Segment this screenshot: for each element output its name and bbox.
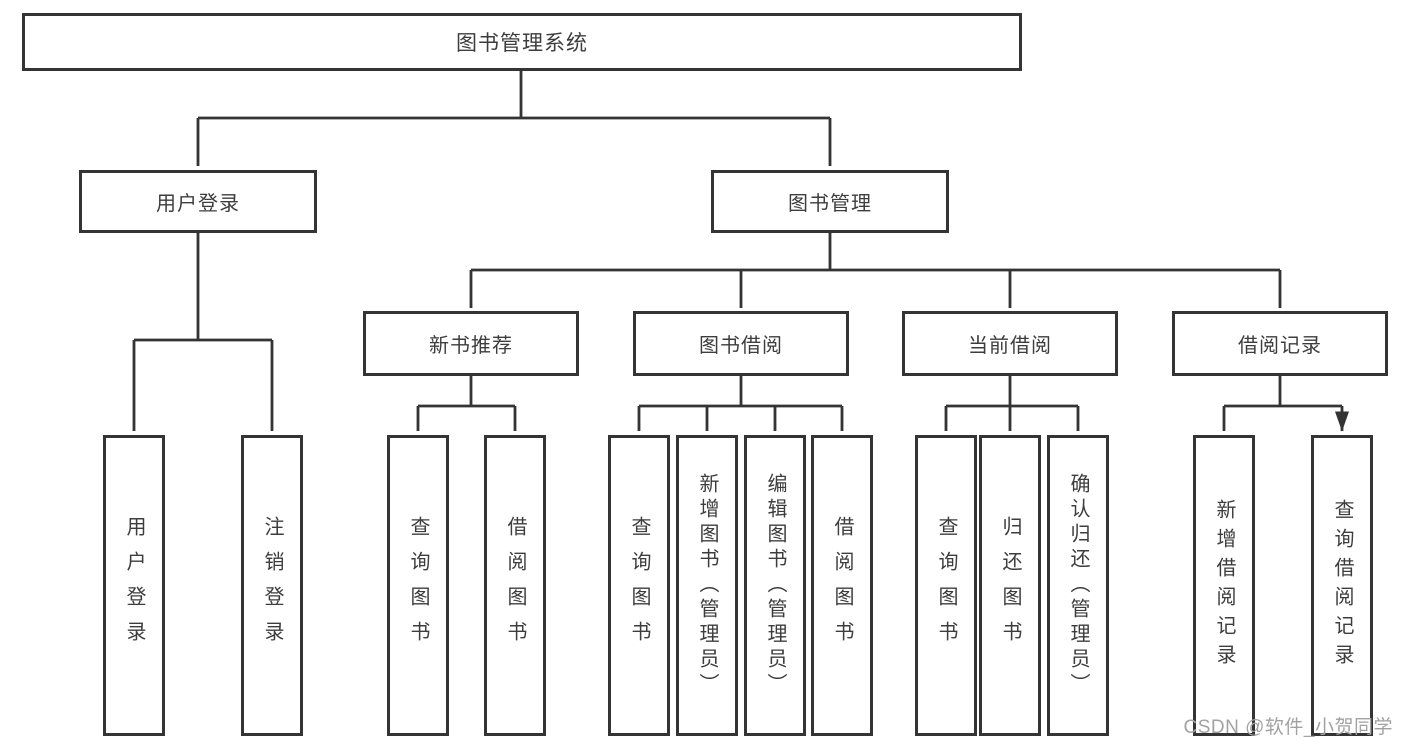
- leaf-user-login: 用户登录: [103, 435, 165, 736]
- node-label: 注销登录: [261, 515, 283, 656]
- node-label: 当前借阅: [968, 335, 1052, 357]
- leaf-query-books-3: 查询图书: [915, 435, 977, 736]
- leaf-query-books-1: 查询图书: [387, 435, 449, 736]
- node-label: 查询图书: [407, 515, 429, 656]
- node-library-management-system: 图书管理系统: [22, 13, 1022, 71]
- leaf-borrow-books-2: 借阅图书: [811, 435, 873, 736]
- node-user-login: 用户登录: [79, 170, 317, 233]
- node-book-borrowing: 图书借阅: [633, 311, 849, 376]
- node-new-book-recommendation: 新书推荐: [363, 311, 579, 376]
- node-label: 新增借阅记录: [1213, 498, 1235, 673]
- leaf-borrow-books-1: 借阅图书: [484, 435, 546, 736]
- leaf-logout: 注销登录: [241, 435, 303, 736]
- node-label: 图书借阅: [699, 335, 783, 357]
- node-label: 用户登录: [156, 193, 240, 215]
- leaf-add-books-admin: 新增图书（管理员）: [676, 435, 738, 736]
- csdn-watermark: CSDN @软件_小贺同学: [1183, 717, 1393, 738]
- node-label: 确认归还（管理员）: [1067, 473, 1089, 698]
- leaf-edit-books-admin: 编辑图书（管理员）: [744, 435, 806, 736]
- node-label: 图书管理: [788, 193, 872, 215]
- node-label: 借阅图书: [831, 515, 853, 656]
- node-label: 新增图书（管理员）: [696, 473, 718, 698]
- node-label: 查询图书: [935, 515, 957, 656]
- node-label: 借阅记录: [1238, 335, 1322, 357]
- node-book-management: 图书管理: [711, 170, 949, 233]
- node-label: 图书管理系统: [456, 32, 588, 55]
- leaf-add-borrow-record: 新增借阅记录: [1193, 435, 1255, 736]
- node-current-borrowing: 当前借阅: [902, 311, 1118, 376]
- leaf-confirm-return-admin: 确认归还（管理员）: [1047, 435, 1109, 736]
- leaf-query-books-2: 查询图书: [608, 435, 670, 736]
- node-label: 归还图书: [999, 515, 1021, 656]
- leaf-return-books: 归还图书: [979, 435, 1041, 736]
- node-label: 用户登录: [123, 515, 145, 656]
- node-label: 查询图书: [628, 515, 650, 656]
- node-borrowing-records: 借阅记录: [1172, 311, 1388, 376]
- node-label: 编辑图书（管理员）: [764, 473, 786, 698]
- node-label: 查询借阅记录: [1331, 498, 1353, 673]
- leaf-query-borrow-record: 查询借阅记录: [1311, 435, 1373, 736]
- node-label: 借阅图书: [504, 515, 526, 656]
- node-label: 新书推荐: [429, 335, 513, 357]
